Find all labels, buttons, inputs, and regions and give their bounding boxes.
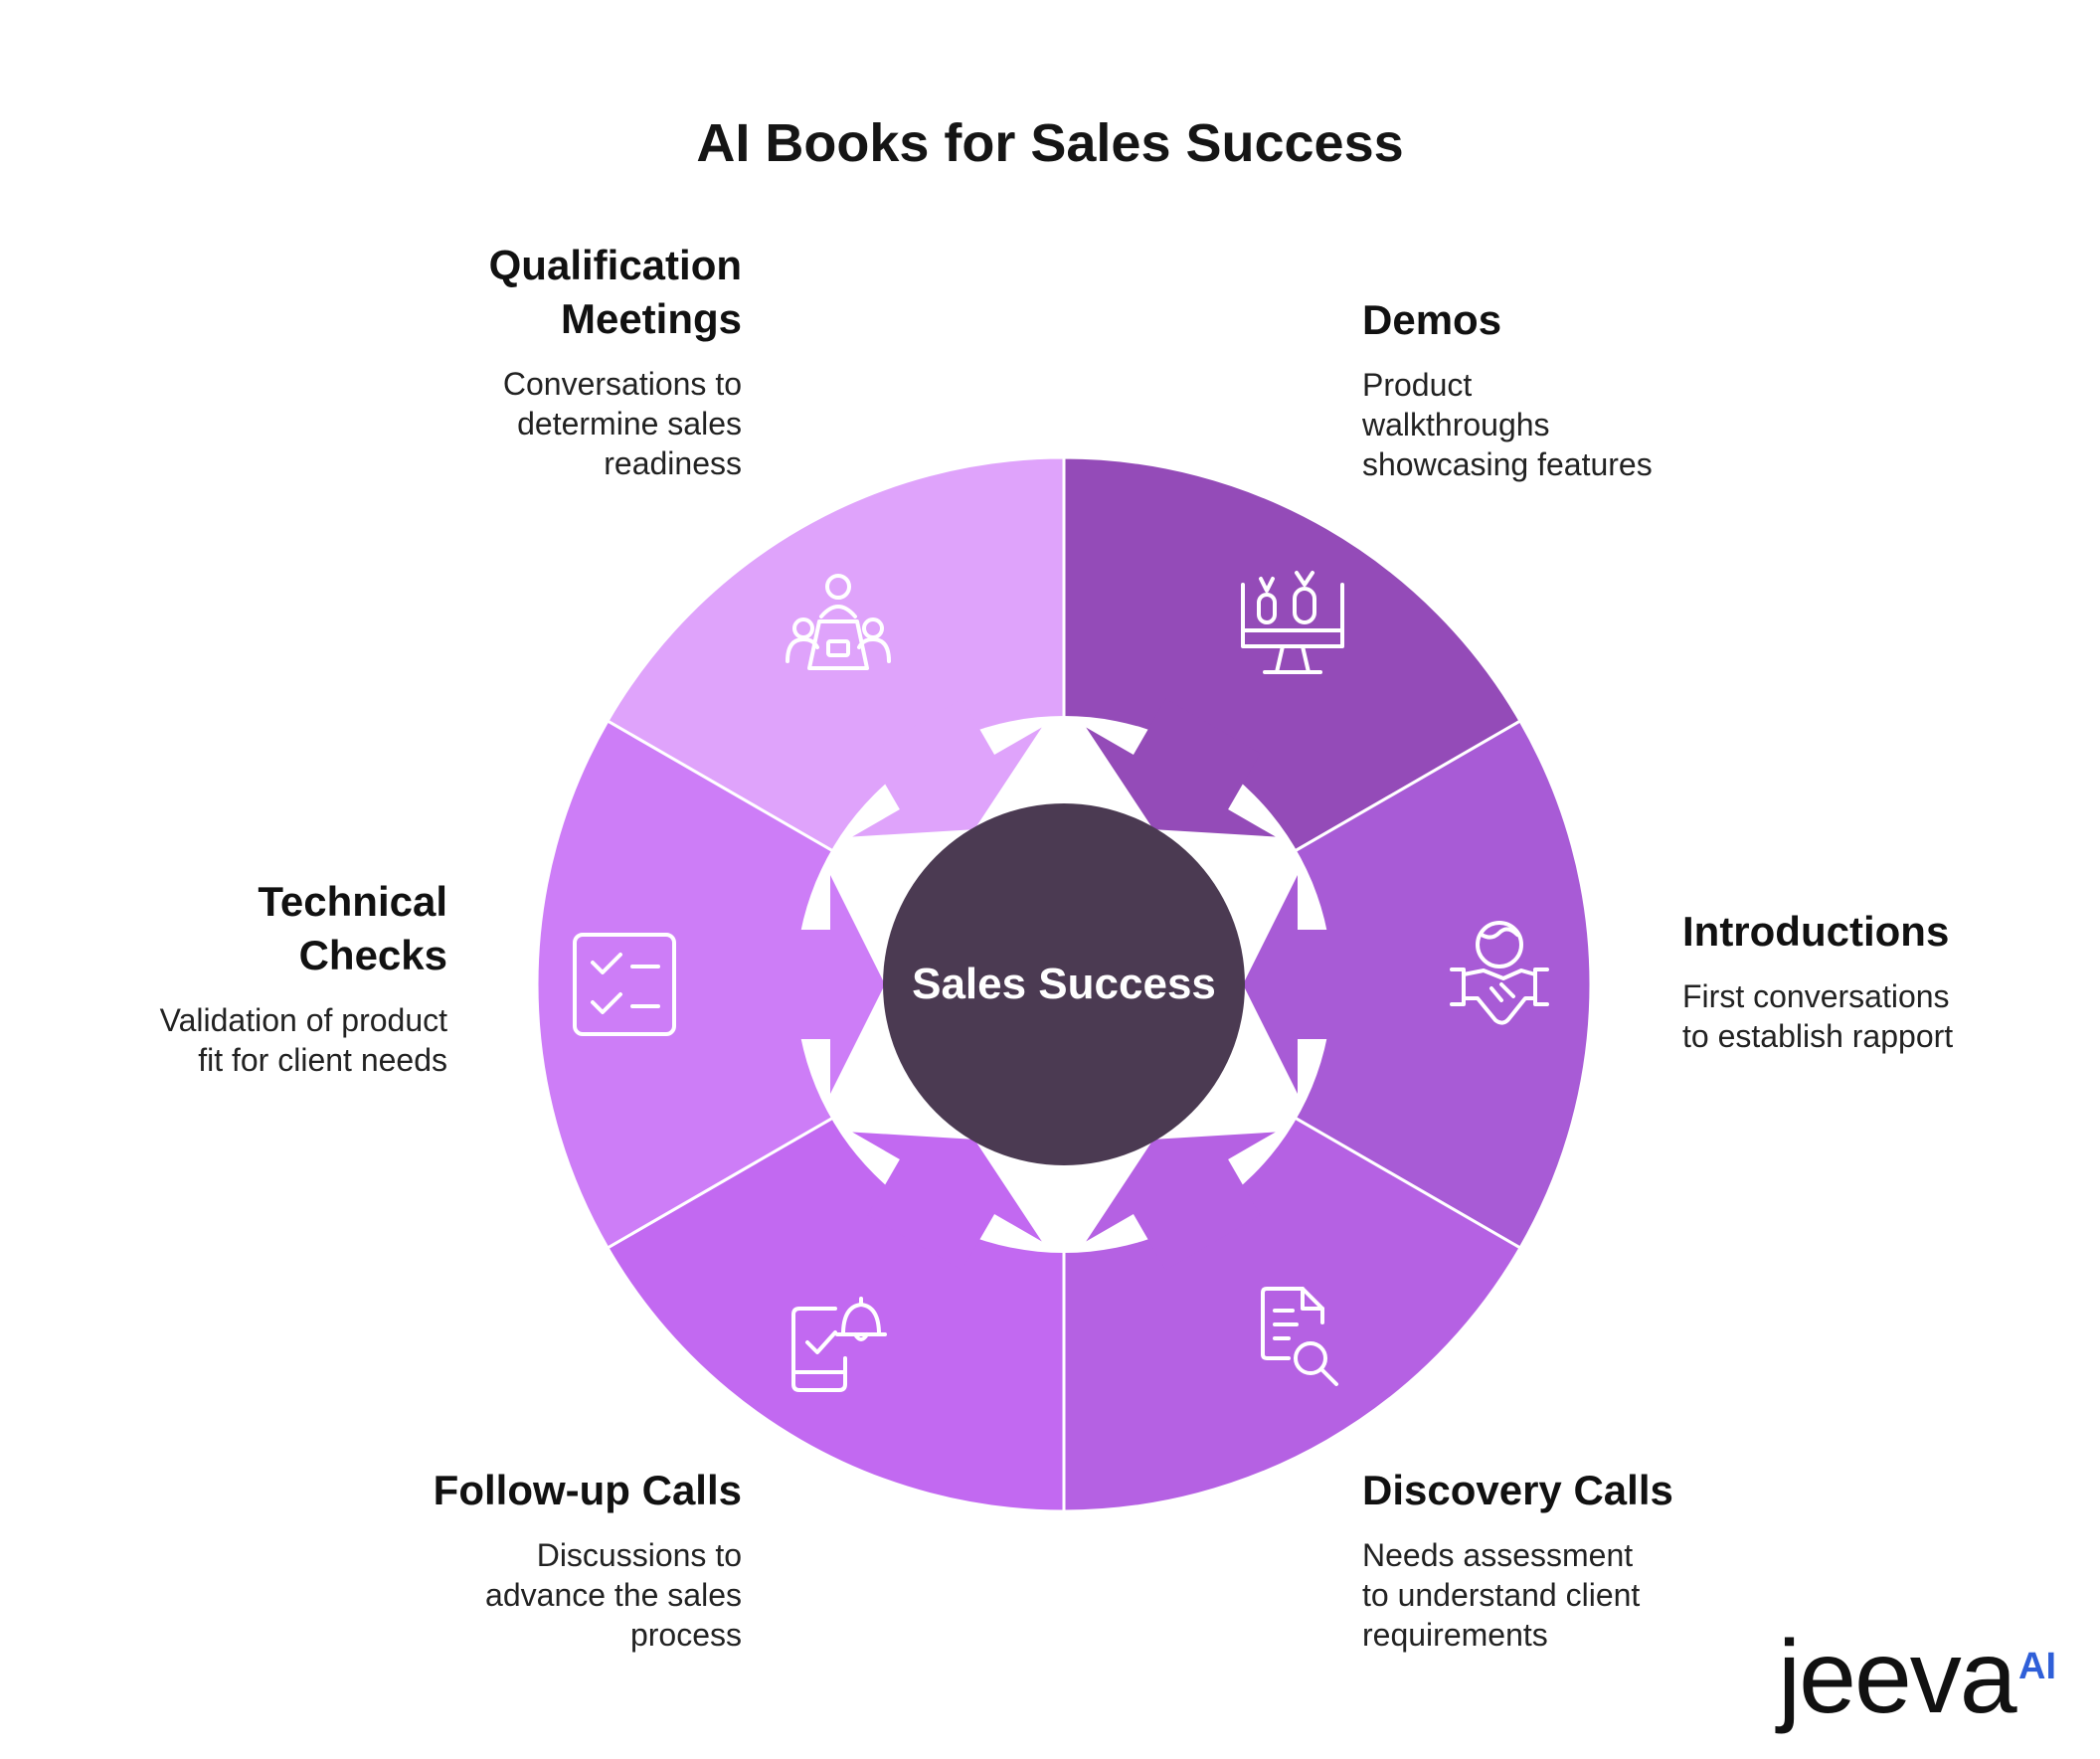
label-discovery-calls: Discovery Calls Needs assessment to unde… xyxy=(1362,1464,1740,1655)
arrow-followup xyxy=(852,1132,1042,1271)
label-introductions-title: Introductions xyxy=(1682,908,1950,955)
label-technical-title: Technical Checks xyxy=(258,878,447,978)
checklist-icon xyxy=(573,933,676,1036)
label-demos: Demos Product walkthroughs showcasing fe… xyxy=(1362,293,1740,484)
meeting-icon xyxy=(786,574,891,670)
label-qualification-title: Qualification Meetings xyxy=(488,242,742,342)
center-hub xyxy=(883,803,1245,1165)
document-search-icon xyxy=(1261,1287,1338,1386)
logo-ai-suffix: AI xyxy=(2018,1646,2056,1687)
phone-bell-icon xyxy=(791,1297,887,1392)
arrow-qualification xyxy=(852,698,1042,837)
arrow-discovery xyxy=(1086,1132,1276,1271)
inner-arrows xyxy=(766,698,1362,1271)
jeeva-ai-logo: jeeva AI xyxy=(1775,1631,2056,1735)
label-qualification-meetings: Qualification Meetings Conversations to … xyxy=(364,239,742,483)
label-discovery-description: Needs assessment to understand client re… xyxy=(1362,1537,1641,1653)
arrow-technical xyxy=(766,875,885,1094)
label-technical-description: Validation of product fit for client nee… xyxy=(159,1002,447,1078)
monitor-demo-icon xyxy=(1241,571,1344,674)
diagram-title: AI Books for Sales Success xyxy=(696,113,1404,173)
label-qualification-description: Conversations to determine sales readine… xyxy=(502,366,742,481)
arrow-demos xyxy=(1086,698,1276,837)
center-label: Sales Success xyxy=(912,960,1216,1008)
label-technical-checks: Technical Checks Validation of product f… xyxy=(70,875,447,1080)
label-demos-title: Demos xyxy=(1362,296,1502,343)
label-discovery-title: Discovery Calls xyxy=(1362,1467,1673,1513)
label-introductions: Introductions First conversations to est… xyxy=(1682,905,2060,1056)
label-followup-title: Follow-up Calls xyxy=(433,1467,742,1513)
label-followup-description: Discussions to advance the sales process xyxy=(485,1537,742,1653)
arrow-introductions xyxy=(1243,875,1362,1094)
logo-wordmark: jeeva xyxy=(1775,1631,2017,1735)
label-follow-up-calls: Follow-up Calls Discussions to advance t… xyxy=(364,1464,742,1655)
label-demos-description: Product walkthroughs showcasing features xyxy=(1362,367,1653,482)
handshake-globe-icon xyxy=(1450,921,1549,1025)
label-introductions-description: First conversations to establish rapport xyxy=(1682,978,1954,1054)
